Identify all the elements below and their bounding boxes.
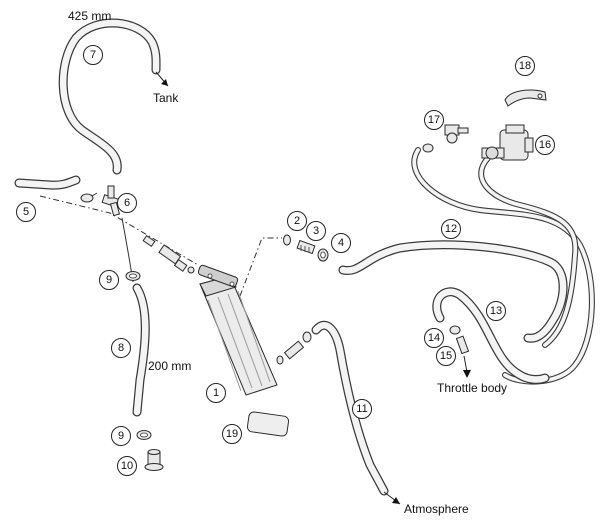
clamp-9-lower bbox=[136, 430, 152, 440]
throttle-arrowhead bbox=[463, 370, 471, 378]
fitting-15 bbox=[455, 335, 470, 355]
callout-1: 1 bbox=[206, 383, 226, 403]
callout-3: 3 bbox=[306, 221, 326, 241]
svg-text:7: 7 bbox=[90, 49, 96, 61]
hose-thin-a bbox=[411, 147, 595, 385]
callout-18: 18 bbox=[515, 56, 535, 76]
label-200mm: 200 mm bbox=[148, 359, 191, 373]
callout-9-lower: 9 bbox=[111, 426, 131, 446]
svg-text:16: 16 bbox=[539, 139, 551, 151]
hose-13 bbox=[432, 287, 550, 385]
callout-11: 11 bbox=[352, 399, 372, 419]
o-ring-2 bbox=[283, 234, 291, 246]
svg-text:2: 2 bbox=[294, 215, 300, 227]
svg-text:13: 13 bbox=[490, 305, 502, 317]
svg-text:18: 18 bbox=[519, 60, 531, 72]
callout-4: 4 bbox=[331, 233, 351, 253]
cap-10 bbox=[144, 449, 164, 471]
svg-text:6: 6 bbox=[124, 197, 130, 209]
clamp-4 bbox=[317, 248, 329, 262]
label-425mm: 425 mm bbox=[68, 9, 111, 23]
fitting-17 bbox=[422, 124, 469, 153]
tank-arrowhead bbox=[161, 79, 168, 86]
callout-12: 12 bbox=[441, 219, 461, 239]
svg-text:4: 4 bbox=[338, 237, 344, 249]
callout-13: 13 bbox=[486, 301, 506, 321]
fitting-lower bbox=[276, 331, 312, 365]
svg-text:9: 9 bbox=[106, 274, 112, 286]
callout-5: 5 bbox=[16, 202, 36, 222]
clamp-9-upper bbox=[125, 271, 141, 281]
svg-text:1: 1 bbox=[213, 387, 219, 399]
callout-6: 6 bbox=[117, 193, 137, 213]
clamp-14 bbox=[449, 325, 461, 335]
atmosphere-arrowhead bbox=[392, 497, 400, 504]
svg-text:8: 8 bbox=[118, 342, 124, 354]
label-tank: Tank bbox=[153, 91, 179, 105]
fitting-3 bbox=[296, 239, 316, 255]
label-atmosphere: Atmosphere bbox=[404, 502, 469, 516]
callout-16: 16 bbox=[535, 135, 555, 155]
label-throttle-body: Throttle body bbox=[437, 381, 507, 395]
callout-8: 8 bbox=[111, 338, 131, 358]
svg-text:5: 5 bbox=[23, 206, 29, 218]
svg-text:3: 3 bbox=[313, 225, 319, 237]
clamp-upper bbox=[80, 192, 98, 203]
svg-text:15: 15 bbox=[440, 350, 452, 362]
hose-11 bbox=[311, 320, 389, 496]
throttle-arrow-line bbox=[463, 355, 468, 373]
t-fitting-6 bbox=[101, 185, 121, 217]
hose-8 bbox=[132, 283, 150, 417]
svg-text:12: 12 bbox=[445, 223, 457, 235]
hose-thin-b bbox=[478, 155, 579, 348]
pad-19 bbox=[246, 411, 290, 437]
callout-14: 14 bbox=[424, 328, 444, 348]
purge-valve-16 bbox=[481, 124, 534, 161]
svg-text:11: 11 bbox=[356, 403, 367, 415]
bracket-18 bbox=[504, 89, 547, 107]
svg-text:9: 9 bbox=[118, 430, 124, 442]
hose-7 bbox=[58, 18, 161, 175]
svg-text:19: 19 bbox=[226, 428, 238, 440]
callout-2: 2 bbox=[287, 211, 307, 231]
svg-text:17: 17 bbox=[428, 114, 440, 126]
routing-line-center bbox=[239, 237, 282, 297]
hose-12 bbox=[338, 240, 568, 343]
svg-text:14: 14 bbox=[428, 332, 440, 344]
callout-10: 10 bbox=[117, 456, 137, 476]
callout-7: 7 bbox=[83, 45, 103, 65]
callout-17: 17 bbox=[424, 110, 444, 130]
svg-text:10: 10 bbox=[121, 460, 133, 472]
hose-5 bbox=[14, 175, 81, 190]
callout-9-upper: 9 bbox=[99, 270, 119, 290]
callout-15: 15 bbox=[436, 346, 456, 366]
canister-1 bbox=[197, 264, 278, 396]
check-valve bbox=[142, 234, 195, 274]
callout-19: 19 bbox=[222, 424, 242, 444]
